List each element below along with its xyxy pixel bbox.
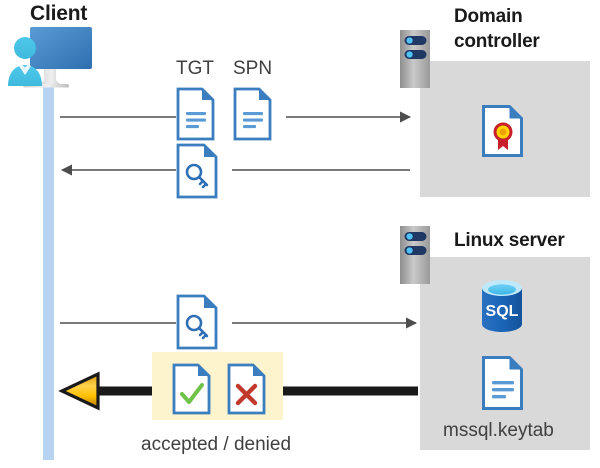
dc-title-line1: Domain	[454, 6, 523, 27]
linux-server-server-icon	[397, 224, 439, 288]
client-lifeline	[43, 84, 54, 460]
accepted-document-icon	[172, 363, 216, 415]
domain-controller-server-icon	[397, 28, 439, 92]
accepted-denied-label: accepted / denied	[141, 434, 292, 455]
linux-server-title: Linux server	[454, 230, 565, 251]
certificate-icon	[481, 104, 529, 158]
keytab-label: mssql.keytab	[443, 420, 554, 441]
client-icon	[6, 24, 98, 92]
denied-document-icon	[227, 363, 271, 415]
tgt-document-icon	[176, 87, 220, 141]
message-arrow-4	[58, 371, 418, 411]
spn-label: SPN	[233, 58, 273, 79]
tgt-label: TGT	[176, 58, 214, 79]
ticket-key-document-icon-1	[176, 143, 224, 199]
sql-database-label: SQL	[486, 303, 519, 320]
sql-database-icon: SQL	[474, 278, 530, 334]
client-title: Client	[30, 2, 88, 25]
dc-title-line2: controller	[454, 31, 540, 52]
keytab-document-icon	[481, 355, 529, 411]
ticket-key-document-icon-2	[176, 294, 224, 350]
domain-controller-title: Domain controller	[454, 4, 594, 54]
spn-document-icon	[233, 87, 277, 141]
